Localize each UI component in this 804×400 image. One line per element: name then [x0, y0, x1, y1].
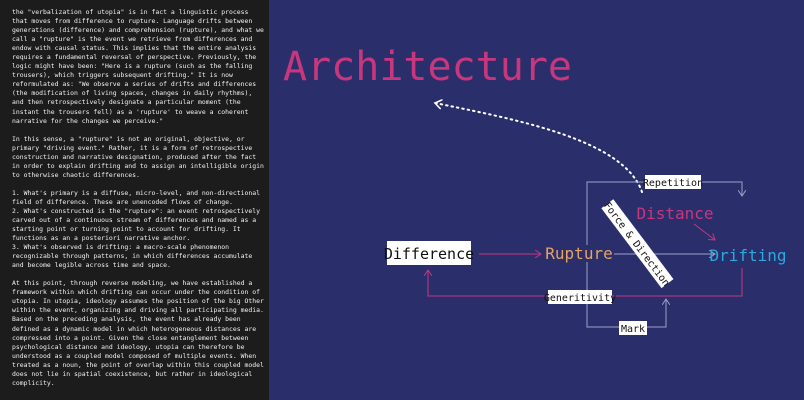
label-repetition: Repetition: [643, 178, 703, 189]
paragraph: In this sense, a "rupture" is not an ori…: [12, 134, 264, 179]
list-item: 3. What's observed is drifting: a macro-…: [12, 243, 253, 270]
label-mark: Mark: [621, 324, 645, 335]
node-difference: Difference: [384, 245, 474, 263]
dotted-arrow: [435, 103, 643, 193]
diagram: Architecture Difference Rupture Distance…: [283, 44, 787, 335]
label-repetition-box: [645, 175, 701, 189]
node-drifting: Drifting: [709, 246, 786, 265]
list-item: 1. What's primary is a diffuse, micro-le…: [12, 188, 261, 206]
label-generitivity-box: [548, 290, 612, 304]
node-distance: Distance: [636, 204, 713, 223]
paragraph: the "verbalization of utopia" is in fact…: [12, 8, 264, 125]
label-force-direction-box: [601, 199, 674, 289]
diagram-panel: Architecture Difference Rupture Distance…: [269, 0, 804, 400]
label-generitivity: Generitivity: [544, 293, 616, 304]
node-difference-box: [387, 241, 471, 265]
list-item: 2. What's constructed is the "rupture": …: [12, 206, 261, 243]
label-mark-box: [619, 321, 647, 335]
diagram-title: Architecture: [283, 44, 572, 90]
paragraph: At this point, through reverse modeling,…: [12, 279, 264, 387]
arrow-distance-drifting: [693, 223, 715, 240]
node-rupture: Rupture: [545, 244, 612, 263]
text-column: the "verbalization of utopia" is in fact…: [0, 0, 269, 400]
